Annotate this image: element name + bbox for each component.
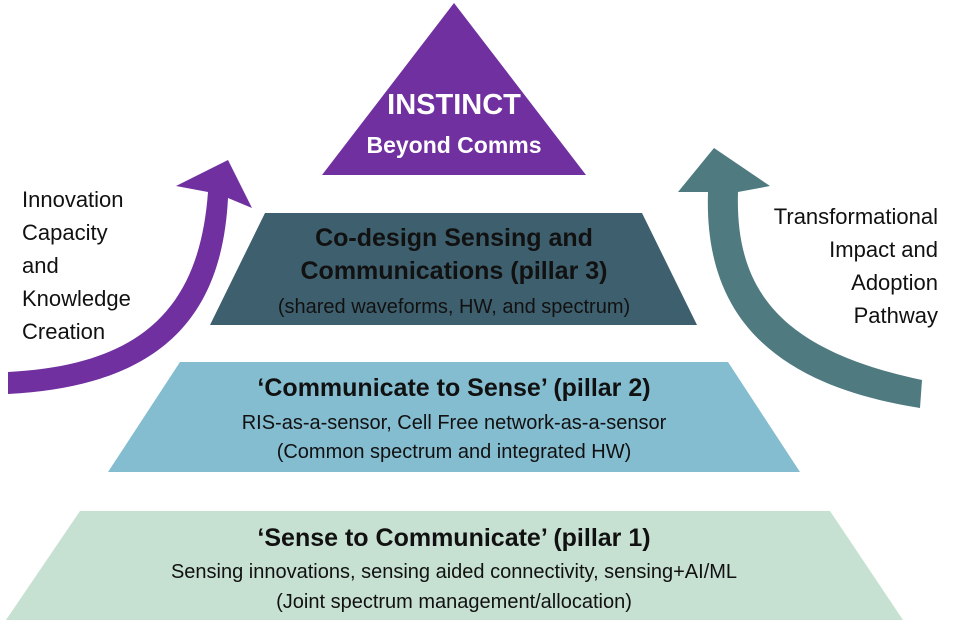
right-curved-arrow-icon: [678, 148, 922, 408]
pillar1-title: ‘Sense to Communicate’ (pillar 1): [257, 524, 651, 552]
apex-subtitle: Beyond Comms: [366, 132, 542, 158]
pillar3-line2: Communications (pillar 3): [300, 257, 608, 285]
right-label-line: Impact and: [829, 237, 938, 262]
pillar3-line3: (shared waveforms, HW, and spectrum): [277, 296, 631, 318]
apex-triangle: [322, 3, 586, 175]
left-label-line: Innovation: [22, 187, 124, 212]
pillar1-line2: (Joint spectrum management/allocation): [276, 591, 632, 613]
pillar3-line1: Co-design Sensing and: [315, 224, 593, 252]
pillar2-line1: RIS-as-a-sensor, Cell Free network-as-a-…: [241, 412, 667, 434]
pillar3-trapezoid: [210, 213, 697, 325]
pillar2-line2: (Common spectrum and integrated HW): [276, 441, 632, 463]
left-label-line: Knowledge: [22, 286, 131, 311]
pillar2-trapezoid: [108, 362, 800, 472]
left-curved-arrow-icon: [8, 160, 252, 394]
pillar1-trapezoid: [6, 511, 903, 620]
left-label-line: Creation: [22, 319, 106, 344]
right-label: Transformational Impact and Adoption Pat…: [774, 200, 938, 332]
left-label-line: and: [22, 253, 59, 278]
pillar1-line1: Sensing innovations, sensing aided conne…: [170, 561, 738, 583]
apex-title: INSTINCT: [387, 89, 521, 121]
right-label-line: Adoption: [851, 270, 938, 295]
left-label: Innovation Capacity and Knowledge Creati…: [22, 183, 131, 348]
pillar2-title: ‘Communicate to Sense’ (pillar 2): [257, 374, 651, 402]
left-label-line: Capacity: [22, 220, 108, 245]
right-label-line: Transformational: [773, 204, 938, 229]
right-label-line: Pathway: [853, 303, 938, 328]
